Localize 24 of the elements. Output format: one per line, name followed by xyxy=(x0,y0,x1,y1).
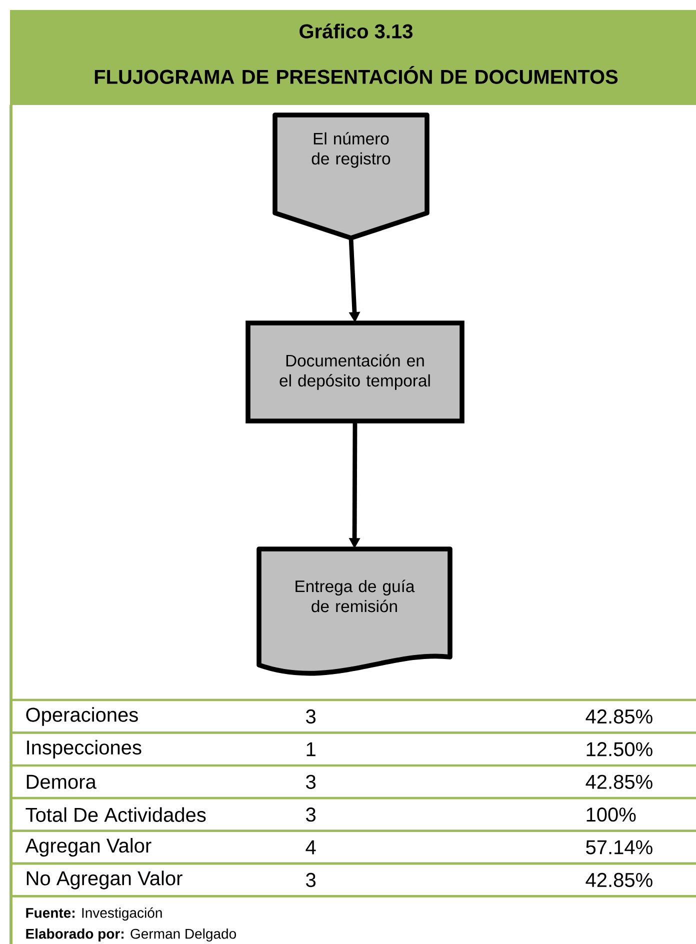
percentage-value: 42.85% xyxy=(586,709,652,724)
count-value: 1 xyxy=(306,742,316,756)
count-value: 3 xyxy=(306,808,316,822)
row-label: No Agregan Valor xyxy=(26,870,182,890)
row-label: Total De Actividades xyxy=(26,807,206,822)
figure-number: Gráfico 3.13 xyxy=(300,24,412,38)
count-value: 3 xyxy=(306,872,316,888)
off-page-connector: El número de registro xyxy=(272,112,430,240)
count-value: 3 xyxy=(306,774,316,789)
percentage-value: 57.14% xyxy=(586,840,652,854)
row-label: Inspecciones xyxy=(27,740,142,759)
row-label: Operaciones xyxy=(26,707,138,726)
percentage-value: 42.85% xyxy=(586,774,652,789)
percentage-value: 42.85% xyxy=(586,872,652,888)
author-note: Elaborado por: German Delgado xyxy=(26,928,236,942)
row-label: Agregan Valor xyxy=(25,838,152,857)
count-value: 3 xyxy=(306,709,316,724)
percentage-value: 100% xyxy=(586,808,636,822)
source-note: Fuente: Investigación xyxy=(26,907,162,921)
process-box: Documentación en el depósito temporal xyxy=(246,320,464,424)
row-label: Demora xyxy=(26,774,96,789)
title: FLUJOGRAMA DE PRESENTACIÓN DE DOCUMENTOS xyxy=(94,66,618,84)
count-value: 4 xyxy=(306,840,316,854)
percentage-value: 12.50% xyxy=(586,742,652,756)
